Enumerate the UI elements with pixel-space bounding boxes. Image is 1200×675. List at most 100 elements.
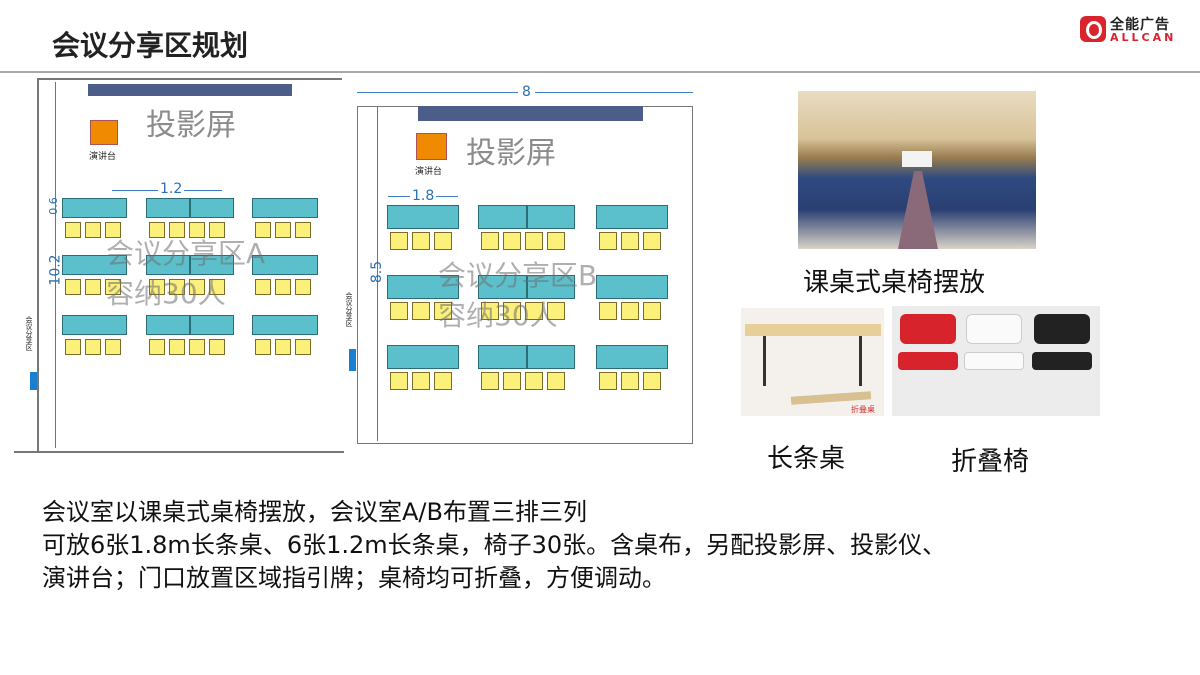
chair: [169, 222, 185, 238]
chair: [621, 232, 639, 250]
table: [596, 205, 668, 229]
chair: [209, 339, 225, 355]
table-tag: 折叠桌: [851, 405, 875, 414]
chair: [525, 372, 543, 390]
table-top: [745, 324, 881, 336]
chair: [85, 339, 101, 355]
dimension-line-depth: [377, 107, 378, 441]
table: [146, 315, 190, 335]
classroom-label: 课桌式桌椅摆放: [803, 268, 986, 298]
chair: [434, 302, 452, 320]
folded-table: [790, 391, 872, 405]
table-width-dimension: 1.8: [410, 188, 437, 204]
depth-dimension: 8.5: [369, 260, 386, 284]
chair: [481, 232, 499, 250]
chair: [105, 339, 121, 355]
chair: [295, 279, 311, 295]
table: [252, 255, 318, 275]
black-chair: [1034, 314, 1090, 344]
table: [478, 345, 527, 369]
chair: [149, 222, 165, 238]
podium: [90, 120, 118, 145]
chair: [169, 339, 185, 355]
chair: [503, 302, 521, 320]
chair: [85, 222, 101, 238]
chair: [255, 339, 271, 355]
podium: [416, 133, 447, 160]
brand-logo: 全能广告 ALLCAN: [1080, 14, 1190, 46]
table: [596, 345, 668, 369]
chair: [547, 372, 565, 390]
chair: [85, 279, 101, 295]
table: [62, 315, 127, 335]
chair: [599, 302, 617, 320]
depth-dimension: 10.2: [47, 254, 64, 286]
wall-bottom: [14, 451, 344, 453]
chair: [189, 222, 205, 238]
chair: [643, 372, 661, 390]
screen-label: 投影屏: [466, 136, 556, 171]
zone-capacity: 容纳30人: [438, 299, 558, 332]
chair: [503, 372, 521, 390]
chair: [621, 372, 639, 390]
chair: [481, 372, 499, 390]
table-width-dimension: 1.2: [158, 181, 185, 197]
wall-top: [37, 78, 342, 80]
page-title: 会议分享区规划: [52, 29, 249, 62]
chair: [390, 302, 408, 320]
table: [478, 275, 527, 299]
table: [190, 315, 234, 335]
description: 会议室以课桌式桌椅摆放，会议室A/B布置三排三列 可放6张1.8m长条桌、6张1…: [42, 496, 946, 595]
table: [526, 275, 575, 299]
table: [190, 198, 234, 218]
chair: [390, 232, 408, 250]
table-leg: [763, 336, 766, 386]
chair: [547, 232, 565, 250]
chair: [525, 232, 543, 250]
folding-chairs-photo: [892, 306, 1100, 416]
carpet-aisle: [898, 171, 938, 249]
chair: [434, 372, 452, 390]
projector-screen: [88, 84, 292, 96]
chair: [390, 372, 408, 390]
chair: [275, 339, 291, 355]
chair: [275, 279, 291, 295]
chair: [525, 302, 543, 320]
chair: [412, 302, 430, 320]
wall-left: [37, 78, 39, 452]
projector-screen: [418, 106, 643, 121]
door-sign: 会议分享区: [345, 292, 353, 327]
table: [190, 255, 234, 275]
logo-text-en: ALLCAN: [1110, 31, 1177, 44]
door-sign: 会议分享区: [25, 316, 33, 351]
chair: [412, 232, 430, 250]
chair: [599, 372, 617, 390]
zone-name: 会议分享区A: [106, 237, 266, 270]
table-leg: [859, 336, 862, 386]
logo-icon: [1080, 16, 1106, 42]
table: [252, 198, 318, 218]
white-chair-seat: [964, 352, 1024, 370]
podium-label: 演讲台: [89, 152, 117, 162]
door-marker: [349, 349, 356, 371]
chair: [105, 279, 121, 295]
table: [62, 198, 127, 218]
long-table-label: 长条桌: [767, 444, 846, 474]
chair: [209, 222, 225, 238]
table: [387, 205, 459, 229]
chair: [481, 302, 499, 320]
table: [596, 275, 668, 299]
chair: [149, 279, 165, 295]
chair: [295, 222, 311, 238]
chair: [643, 302, 661, 320]
zone-capacity: 容纳30人: [106, 277, 226, 310]
chair: [621, 302, 639, 320]
description-line: 会议室以课桌式桌椅摆放，会议室A/B布置三排三列: [42, 498, 587, 526]
table: [146, 255, 190, 275]
table: [62, 255, 127, 275]
table: [387, 345, 459, 369]
podium-label: 演讲台: [415, 167, 443, 177]
screen-label: 投影屏: [146, 108, 236, 143]
table: [526, 345, 575, 369]
table: [146, 198, 190, 218]
